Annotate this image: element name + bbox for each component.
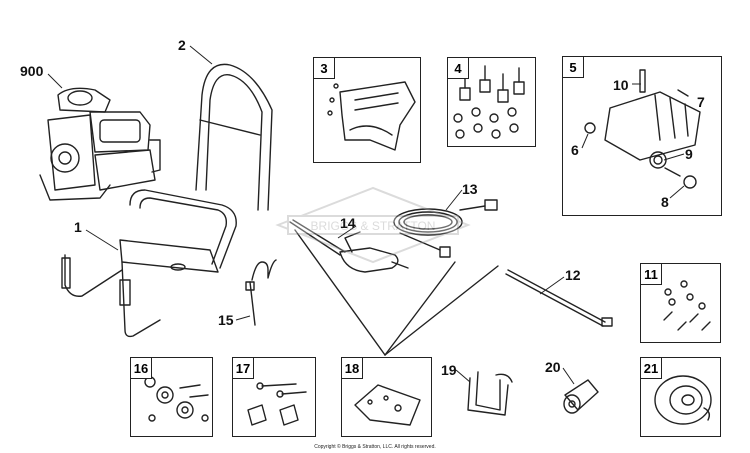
callout-14: 14 — [340, 215, 356, 231]
box-4: 4 — [447, 57, 536, 147]
box-16-number: 16 — [130, 357, 152, 379]
callout-6: 6 — [571, 142, 579, 158]
box-21-number: 21 — [640, 357, 662, 379]
nozzle-part — [563, 379, 599, 414]
engine-part — [39, 87, 161, 201]
box-16: 16 — [130, 357, 213, 437]
watermark-logo: BRIGGS & STRATTON — [275, 186, 471, 264]
callout-20: 20 — [545, 359, 561, 375]
callout-2: 2 — [178, 37, 186, 53]
copyright-text: Copyright © Briggs & Stratton, LLC. All … — [314, 444, 436, 450]
pump-part — [584, 69, 701, 189]
watermark-text: BRIGGS & STRATTON — [311, 219, 436, 233]
hose-part — [393, 199, 498, 258]
pointer-lines — [294, 229, 499, 356]
hose-hook-part — [467, 371, 513, 416]
callout-900: 900 — [20, 63, 44, 79]
wheel-part — [654, 375, 712, 425]
isolators-part — [453, 65, 525, 139]
box-17-number: 17 — [232, 357, 254, 379]
bolts-part — [663, 280, 711, 331]
spray-gun-part — [289, 219, 409, 273]
panel-part — [327, 81, 416, 151]
callout-8: 8 — [661, 194, 669, 210]
box-4-number: 4 — [447, 57, 469, 79]
dipstick-part — [245, 259, 277, 326]
frame-part — [61, 189, 237, 338]
box-5: 5 — [562, 56, 722, 216]
box-3: 3 — [313, 57, 421, 163]
callout-10: 10 — [613, 77, 629, 93]
handle-part — [195, 63, 273, 211]
box-21: 21 — [640, 357, 721, 437]
callout-12: 12 — [565, 267, 581, 283]
box-18: 18 — [341, 357, 432, 437]
bracket-part — [354, 384, 421, 426]
box-5-number: 5 — [562, 56, 584, 78]
callout-15: 15 — [218, 312, 234, 328]
knob-bolts-part — [247, 382, 307, 426]
box-17: 17 — [232, 357, 316, 437]
wand-part — [505, 269, 613, 327]
callout-13: 13 — [462, 181, 478, 197]
callout-7: 7 — [697, 94, 705, 110]
box-11-number: 11 — [640, 263, 662, 285]
callout-19: 19 — [441, 362, 457, 378]
box-3-number: 3 — [313, 57, 335, 79]
box-11: 11 — [640, 263, 721, 343]
callout-1: 1 — [74, 219, 82, 235]
fasteners-part — [144, 376, 209, 422]
box-18-number: 18 — [341, 357, 363, 379]
callout-9: 9 — [685, 146, 693, 162]
